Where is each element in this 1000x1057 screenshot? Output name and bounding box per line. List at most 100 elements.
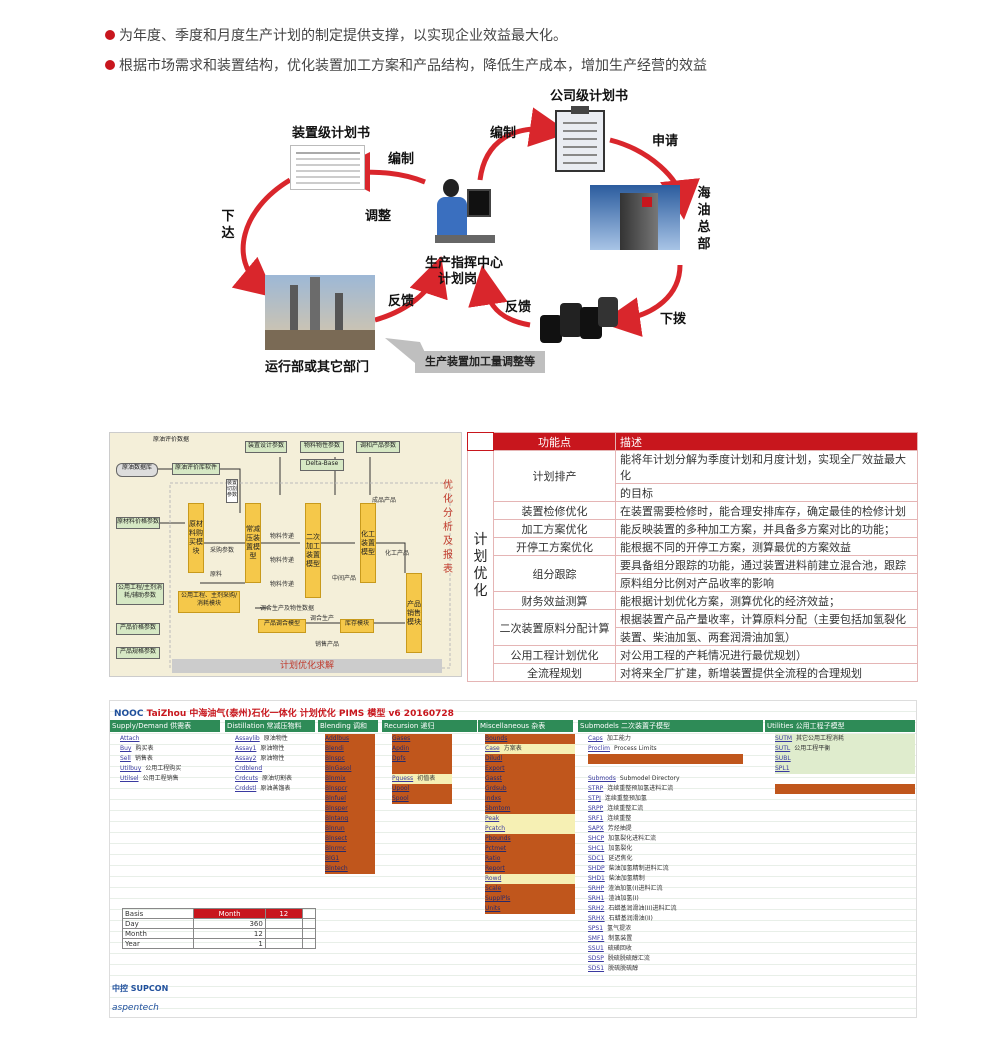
- sheet-row[interactable]: Bounds: [485, 734, 575, 744]
- sheet-row[interactable]: BlnGasol: [325, 764, 375, 774]
- sheet-link[interactable]: Bounds: [485, 735, 508, 742]
- sheet-row[interactable]: Apdin: [392, 744, 452, 754]
- sheet-link[interactable]: Blnmix: [325, 775, 346, 782]
- sheet-link[interactable]: SRH1: [588, 895, 605, 902]
- sheet-row[interactable]: Units: [485, 904, 575, 914]
- col-header[interactable]: Blending 调和: [318, 720, 378, 732]
- sheet-link[interactable]: Upool: [392, 785, 410, 792]
- sheet-link[interactable]: Units: [485, 905, 501, 912]
- sheet-link[interactable]: SHD1: [588, 875, 605, 882]
- sheet-link[interactable]: Blntech: [325, 865, 348, 872]
- sheet-link[interactable]: Case: [485, 745, 500, 752]
- sheet-row[interactable]: Pctmet: [485, 844, 575, 854]
- sheet-link[interactable]: SDS1: [588, 965, 605, 972]
- sheet-row[interactable]: Ratio: [485, 854, 575, 864]
- sheet-row[interactable]: SupplPls: [485, 894, 575, 904]
- sheet-row[interactable]: Blnrmc: [325, 844, 375, 854]
- sheet-row[interactable]: Gases: [392, 734, 452, 744]
- sheet-row[interactable]: Diludl: [485, 754, 575, 764]
- sheet-row[interactable]: Blnfuel: [325, 794, 375, 804]
- col-header[interactable]: Miscellaneous 杂表: [478, 720, 573, 732]
- sheet-link[interactable]: Utilbuy: [120, 765, 142, 772]
- sheet-row[interactable]: Blnrun: [325, 824, 375, 834]
- sheet-row[interactable]: Sbmtom: [485, 804, 575, 814]
- sheet-row[interactable]: Blntech: [325, 864, 375, 874]
- sheet-row[interactable]: Pbounds: [485, 834, 575, 844]
- sheet-row[interactable]: Pcatch: [485, 824, 575, 834]
- sheet-link[interactable]: STPJ: [588, 795, 601, 802]
- sheet-link[interactable]: SRHP: [588, 885, 605, 892]
- sheet-row[interactable]: Attach: [120, 734, 220, 744]
- sheet-row[interactable]: Gasst: [485, 774, 575, 784]
- sheet-row[interactable]: Crdblend: [235, 764, 315, 774]
- sheet-row[interactable]: Export: [485, 764, 575, 774]
- sheet-link[interactable]: STRP: [588, 785, 604, 792]
- sheet-link[interactable]: Proclim: [588, 745, 610, 752]
- sheet-link[interactable]: Sell: [120, 755, 131, 762]
- sheet-row[interactable]: [392, 764, 452, 774]
- sheet-link[interactable]: Diludl: [485, 755, 503, 762]
- sheet-row[interactable]: Blntanq: [325, 814, 375, 824]
- sheet-row[interactable]: Blnsect: [325, 834, 375, 844]
- sheet-link[interactable]: SAPX: [588, 825, 604, 832]
- sheet-link[interactable]: SSU1: [588, 945, 604, 952]
- sheet-row[interactable]: Blnmix: [325, 774, 375, 784]
- col-header[interactable]: Distillation 常减压物料: [225, 720, 315, 732]
- sheet-link[interactable]: SHCP: [588, 835, 605, 842]
- sheet-row[interactable]: [775, 774, 915, 784]
- sheet-row[interactable]: Blendi: [325, 744, 375, 754]
- sheet-link[interactable]: SRHX: [588, 915, 605, 922]
- sheet-row[interactable]: Grdsub: [485, 784, 575, 794]
- col-header[interactable]: Supply/Demand 供需表: [110, 720, 220, 732]
- sheet-link[interactable]: Blnspc: [325, 755, 345, 762]
- sheet-link[interactable]: SDSP: [588, 955, 604, 962]
- sheet-link[interactable]: SRF1: [588, 815, 604, 822]
- sheet-link[interactable]: Pctmet: [485, 845, 507, 852]
- sheet-row[interactable]: Blnsper: [325, 804, 375, 814]
- sheet-link[interactable]: SUBL: [775, 755, 791, 762]
- sheet-link[interactable]: Pguess: [392, 775, 414, 782]
- sheet-row[interactable]: [588, 754, 743, 764]
- sheet-link[interactable]: Blnspcr: [325, 785, 348, 792]
- sheet-link[interactable]: Attach: [120, 735, 140, 742]
- sheet-row[interactable]: Report: [485, 864, 575, 874]
- sheet-link[interactable]: SPS1: [588, 925, 604, 932]
- sheet-link[interactable]: Gases: [392, 735, 411, 742]
- sheet-row[interactable]: Rowd: [485, 874, 575, 884]
- sheet-row[interactable]: Blnspc: [325, 754, 375, 764]
- sheet-link[interactable]: Gasst: [485, 775, 502, 782]
- sheet-link[interactable]: Blnfuel: [325, 795, 346, 802]
- sheet-link[interactable]: SHDP: [588, 865, 605, 872]
- sheet-link[interactable]: Submods: [588, 775, 616, 782]
- sheet-row[interactable]: [775, 784, 915, 794]
- sheet-link[interactable]: Apdin: [392, 745, 410, 752]
- sheet-link[interactable]: Rowd: [485, 875, 502, 882]
- sheet-link[interactable]: Crdblend: [235, 765, 263, 772]
- sheet-link[interactable]: SDC1: [588, 855, 605, 862]
- sheet-link[interactable]: Blnsper: [325, 805, 348, 812]
